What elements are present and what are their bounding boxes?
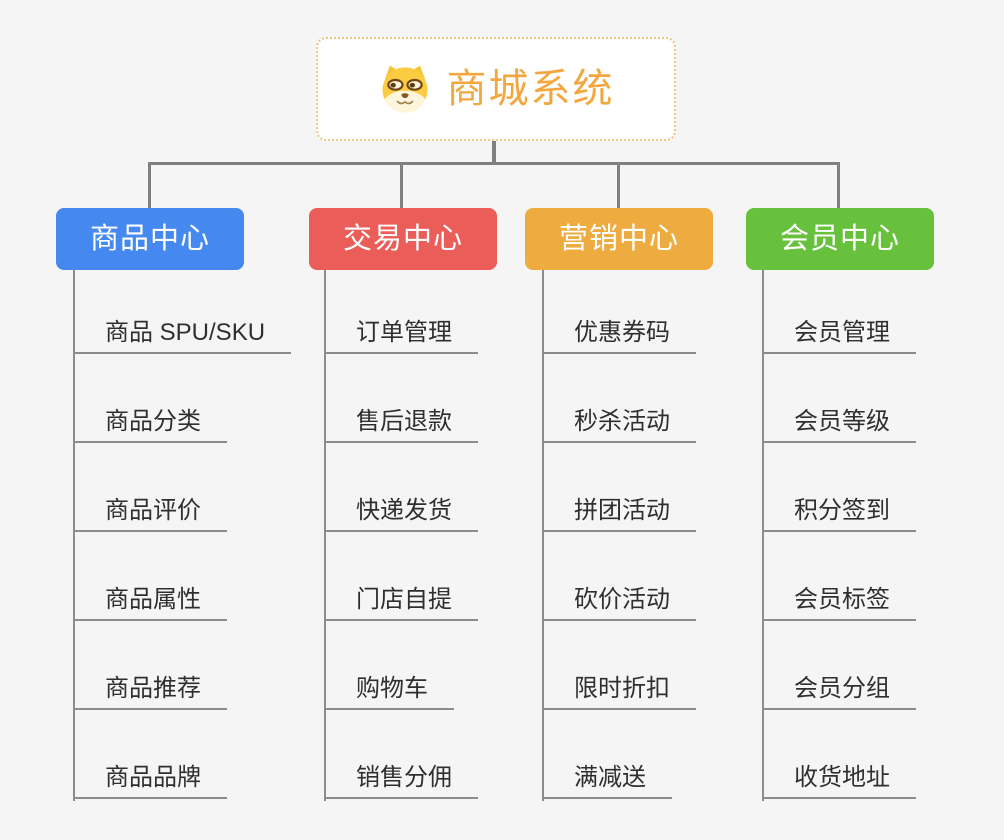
- leaf-node[interactable]: 商品推荐: [73, 674, 227, 710]
- leaf-node[interactable]: 砍价活动: [542, 585, 696, 621]
- connector-line-drop: [837, 163, 840, 208]
- leaf-node[interactable]: 门店自提: [324, 585, 478, 621]
- leaf-node[interactable]: 商品 SPU/SKU: [73, 318, 292, 354]
- leaf-node[interactable]: 售后退款: [324, 407, 478, 443]
- leaf-node[interactable]: 商品分类: [73, 407, 227, 443]
- branch-label: 营销中心: [558, 222, 679, 255]
- branch-label: 会员中心: [779, 222, 900, 255]
- root-node[interactable]: 商城系统: [316, 37, 676, 141]
- leaf-node[interactable]: 商品属性: [73, 585, 227, 621]
- connector-line-bus: [148, 162, 840, 165]
- leaf-node[interactable]: 拼团活动: [542, 496, 696, 532]
- leaf-node[interactable]: 积分签到: [762, 496, 916, 532]
- branch-node-trade[interactable]: 交易中心: [309, 208, 497, 270]
- leaf-node[interactable]: 收货地址: [762, 763, 916, 799]
- connector-line-vertical: [324, 270, 326, 801]
- leaf-node[interactable]: 销售分佣: [324, 763, 478, 799]
- branch-node-products[interactable]: 商品中心: [56, 208, 244, 270]
- branch-label: 商品中心: [89, 222, 210, 255]
- branch-node-members[interactable]: 会员中心: [746, 208, 934, 270]
- branch-node-marketing[interactable]: 营销中心: [525, 208, 713, 270]
- connector-line-drop: [148, 163, 151, 208]
- connector-line-vertical: [762, 270, 764, 801]
- leaf-node[interactable]: 会员标签: [762, 585, 916, 621]
- leaf-node[interactable]: 会员等级: [762, 407, 916, 443]
- leaf-node[interactable]: 优惠券码: [542, 318, 696, 354]
- doge-icon: [378, 64, 432, 114]
- connector-line-root-stem: [492, 141, 496, 164]
- leaf-node[interactable]: 商品评价: [73, 496, 227, 532]
- connector-line-vertical: [542, 270, 544, 801]
- branch-label: 交易中心: [342, 222, 463, 255]
- connector-line-drop: [400, 163, 403, 208]
- leaf-node[interactable]: 购物车: [324, 674, 454, 710]
- leaf-node[interactable]: 秒杀活动: [542, 407, 696, 443]
- leaf-node[interactable]: 会员管理: [762, 318, 916, 354]
- leaf-node[interactable]: 会员分组: [762, 674, 916, 710]
- leaf-node[interactable]: 商品品牌: [73, 763, 227, 799]
- leaf-node[interactable]: 限时折扣: [542, 674, 696, 710]
- leaf-node[interactable]: 满减送: [542, 763, 672, 799]
- connector-line-drop: [617, 163, 620, 208]
- root-title: 商城系统: [446, 67, 615, 111]
- leaf-node[interactable]: 订单管理: [324, 318, 478, 354]
- leaf-node[interactable]: 快递发货: [324, 496, 478, 532]
- connector-line-vertical: [73, 270, 75, 801]
